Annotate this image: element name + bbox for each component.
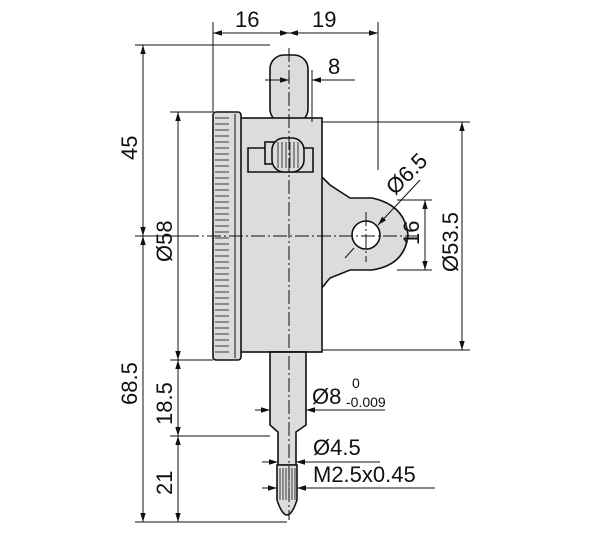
stem — [269, 351, 307, 466]
dim-stem-offset: 8 — [328, 54, 340, 79]
clamp-screw-knurl — [277, 142, 299, 168]
dim-hole-diameter: Ø6.5 — [381, 148, 432, 199]
dimension-lines — [140, 30, 465, 522]
dim-body-diameter: Ø58 — [152, 220, 177, 262]
clamp-screw-head — [271, 137, 305, 173]
dim-tip-length: 21 — [152, 471, 177, 495]
dim-thread: M2.5x0.45 — [313, 462, 416, 487]
tip-knurl — [279, 468, 296, 500]
dim-stem-tol-upper: 0 — [352, 375, 360, 391]
dim-top-right: 19 — [312, 7, 336, 32]
dim-lug-height: 16 — [399, 221, 424, 245]
bezel-knurl — [215, 117, 229, 353]
dim-total-lower: 68.5 — [117, 362, 142, 405]
dim-stem-diameter: Ø8 — [312, 384, 341, 409]
dim-stem-length: 18.5 — [152, 382, 177, 425]
dim-back-diameter: Ø53.5 — [438, 212, 463, 272]
dim-total-upper: 45 — [117, 136, 142, 160]
dim-top-left: 16 — [235, 7, 259, 32]
dim-stem-tol-lower: -0.009 — [346, 394, 386, 410]
dim-tip-diameter: Ø4.5 — [313, 435, 361, 460]
